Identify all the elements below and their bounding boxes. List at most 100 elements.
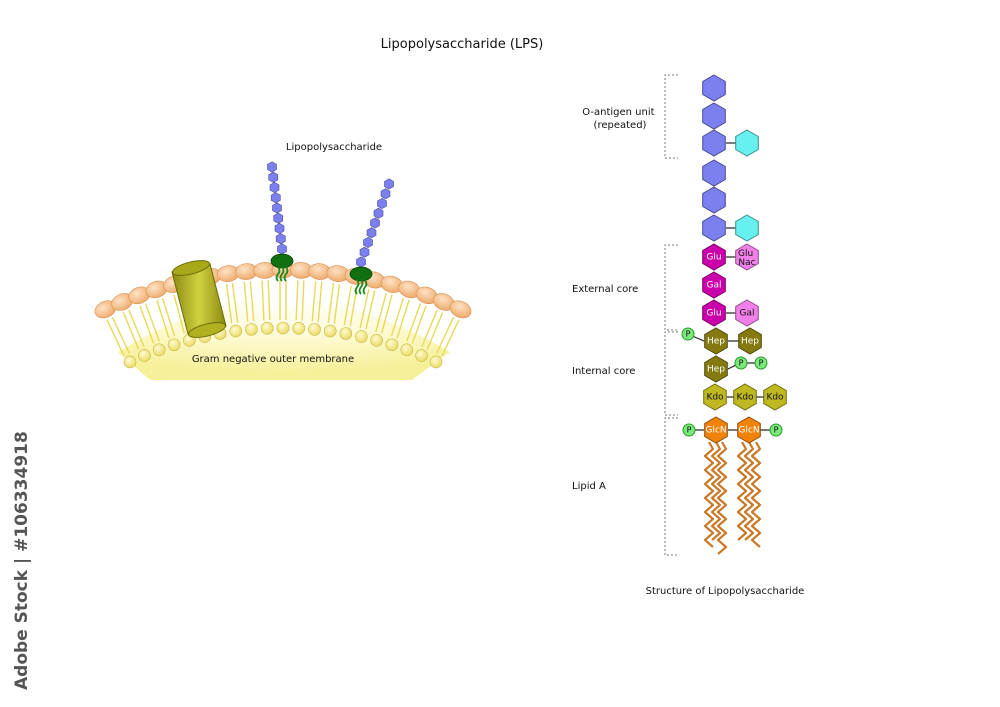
lps-lipid-tail: [283, 266, 289, 282]
watermark: Adobe Stock | #106334918: [0, 0, 40, 707]
lps-sugar: [268, 171, 279, 183]
lps-sugar: [359, 246, 370, 258]
inner-leaflet-head: [308, 323, 321, 336]
lps-sugar: [366, 227, 377, 239]
phosphate-label: P: [686, 330, 691, 339]
lps-structure: O-antigen unit (repeated) External core …: [572, 74, 804, 597]
lps-sugar: [269, 181, 280, 194]
lipid-tail: [122, 312, 132, 331]
hep-label: Hep: [707, 337, 725, 347]
fatty-acid-chain: [736, 441, 748, 541]
lps-sugar: [273, 212, 284, 224]
glu-sugar: [702, 299, 726, 327]
outer-leaflet-head: [449, 300, 472, 319]
lps-lipid-tail: [354, 279, 360, 295]
lipid-tail: [413, 303, 422, 322]
phosphate: [682, 423, 696, 437]
kdo-sugar: [703, 383, 727, 411]
kdo-sugar: [763, 383, 787, 411]
o-antigen-sugar: [702, 186, 726, 214]
inner-leaflet-head: [123, 355, 137, 369]
fatty-acid-chain: [716, 441, 728, 555]
lps-molecule: [349, 178, 394, 295]
lps-sugar: [275, 233, 286, 245]
phosphate: [734, 356, 748, 370]
lipid-tail: [390, 315, 399, 337]
lipid-tail: [173, 294, 180, 314]
lipid-tail: [249, 281, 253, 301]
phosphate-label: P: [739, 359, 744, 368]
o-antigen-chain: [702, 74, 759, 242]
lipid-tail: [261, 280, 264, 300]
watermark-text: Adobe Stock | #106334918: [12, 431, 32, 690]
lps-sugar: [377, 197, 387, 210]
o-antigen-sugar: [702, 129, 726, 157]
glu-label: Glu: [706, 253, 721, 263]
lps-core: [349, 266, 373, 282]
phosphate: [681, 327, 695, 341]
lipid-tail: [301, 299, 304, 321]
lipid-tail: [243, 281, 247, 301]
fatty-acid-chain: [710, 441, 722, 541]
lipid-tail: [178, 312, 186, 334]
kdo-label: Kdo: [706, 393, 724, 403]
lipid-tail: [421, 327, 431, 348]
lipid-tail: [225, 283, 230, 303]
glu-label: Glu: [706, 309, 721, 319]
phosphate-label: P: [687, 426, 692, 435]
membrane-caption: Gram negative outer membrane: [192, 354, 354, 365]
lps-sugar: [274, 222, 285, 235]
lipid-tail: [144, 303, 153, 322]
lipid-tail: [156, 299, 164, 319]
inner-leaflet-head: [370, 334, 383, 347]
inner-leaflet-head: [400, 343, 414, 357]
inner-leaflet-head: [339, 327, 353, 340]
lipid-tail: [111, 316, 122, 335]
lipid-a-fatty-acids: [703, 441, 762, 555]
hep-sugar: [704, 355, 728, 383]
lps-sugar: [370, 217, 380, 229]
lipid-tail: [245, 300, 249, 322]
inner-leaflet-head: [167, 338, 181, 352]
external-core-label: External core: [572, 284, 638, 295]
inner-leaflet-head: [429, 355, 443, 369]
glu-sugar: [702, 243, 726, 271]
lipid-tail: [106, 319, 116, 338]
lipid-tail: [145, 323, 155, 344]
fatty-acid-chain: [750, 441, 762, 548]
lipid-tail: [135, 327, 145, 348]
lipid-tail: [231, 283, 236, 303]
o-antigen-sugar: [702, 102, 726, 130]
lps-sugar: [267, 161, 277, 173]
o-antigen-branch-sugar: [735, 129, 759, 157]
gal-label: Gal: [707, 281, 722, 291]
lipid-a-bracket: [664, 417, 678, 556]
lipid-tail: [313, 281, 317, 301]
sugar-bonds: [689, 142, 770, 431]
lipid-tail: [161, 297, 169, 317]
lipid-tail: [411, 323, 421, 344]
hep-sugar: [704, 327, 728, 355]
external-core: Glu Glu Nac Gal Glu Gal: [702, 243, 759, 327]
inner-leaflet-head: [245, 323, 258, 336]
lps-sugar: [270, 192, 281, 204]
lipid-tail: [295, 299, 298, 321]
glunac-sugar: [735, 243, 759, 271]
glunac-label: Glu Nac: [738, 249, 756, 268]
lps-lipid-tail: [362, 279, 368, 295]
lipid-tail: [436, 334, 447, 354]
lipid-tail: [347, 285, 352, 305]
lipid-tail: [450, 319, 460, 338]
lipid-tail: [434, 312, 444, 331]
internal-core: P Hep Hep Hep P P Kdo Kdo Kdo: [681, 327, 787, 411]
glcn-sugar: [737, 416, 761, 444]
lipid-tail: [396, 317, 405, 339]
glcn-label: GlcN: [738, 426, 759, 436]
lps-sugar: [272, 202, 282, 214]
lipid-tail: [365, 308, 372, 330]
inner-leaflet-head: [415, 349, 428, 362]
lipid-tail: [386, 294, 393, 314]
lps-sugar: [373, 207, 384, 219]
lipid-tail: [349, 305, 355, 327]
o-antigen-branch-sugar: [735, 214, 759, 242]
